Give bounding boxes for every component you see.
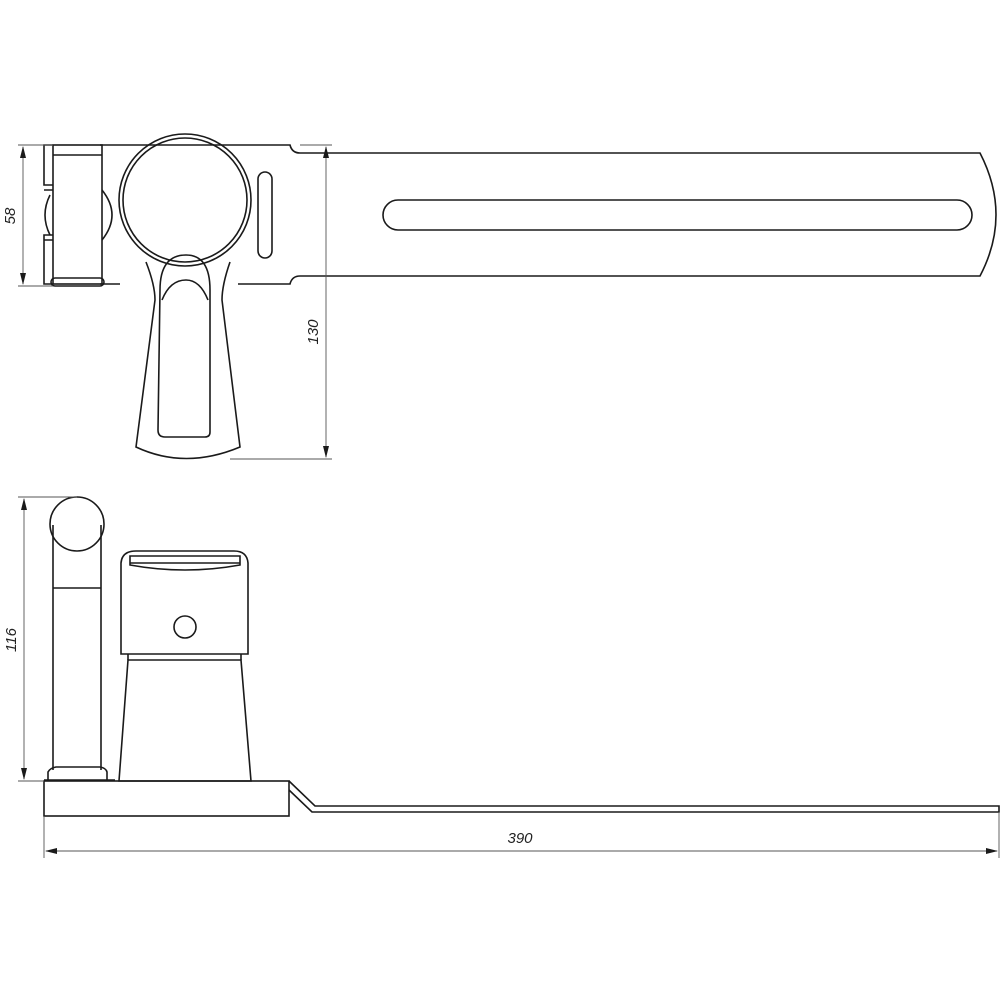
side-block bbox=[52, 144, 103, 285]
lever-handle-outline bbox=[135, 261, 241, 460]
flat-spout bbox=[288, 780, 1000, 813]
dim-label-130: 130 bbox=[305, 319, 322, 345]
mixer-screw-hole bbox=[173, 615, 197, 639]
body-small-slot bbox=[257, 171, 273, 259]
dim-label-390: 390 bbox=[507, 830, 533, 847]
side-block-foot bbox=[50, 277, 105, 287]
dim-label-116: 116 bbox=[3, 627, 20, 652]
mixer-cap bbox=[120, 550, 249, 655]
side-knob-right bbox=[101, 189, 113, 241]
mixer-body bbox=[118, 659, 252, 782]
spout-arm-outline bbox=[330, 152, 997, 277]
mixer-cap-lever bbox=[129, 555, 241, 571]
spout-slot bbox=[382, 199, 973, 231]
lever-handle-inner-recess bbox=[161, 279, 209, 301]
cartridge-housing-outer bbox=[118, 133, 252, 267]
cartridge-housing-inner bbox=[122, 137, 248, 263]
dimension-58: 58 bbox=[2, 144, 53, 287]
lever-handle-inner bbox=[157, 254, 211, 438]
side-tab-top bbox=[43, 144, 53, 191]
body-plate bbox=[100, 144, 330, 285]
upright-pipe bbox=[52, 525, 102, 770]
front-view: 116 390 bbox=[3, 496, 1000, 858]
dimension-390: 390 bbox=[43, 812, 1000, 858]
side-knob-left bbox=[44, 194, 51, 236]
pipe-foot bbox=[47, 766, 108, 780]
side-tab-bottom bbox=[43, 234, 53, 285]
dimension-130: 130 bbox=[230, 144, 332, 460]
dimension-116: 116 bbox=[3, 496, 77, 782]
pipe-ball bbox=[49, 496, 105, 552]
dim-label-58: 58 bbox=[2, 207, 19, 224]
top-view: 58 130 bbox=[2, 133, 997, 460]
base-plate bbox=[43, 780, 290, 817]
